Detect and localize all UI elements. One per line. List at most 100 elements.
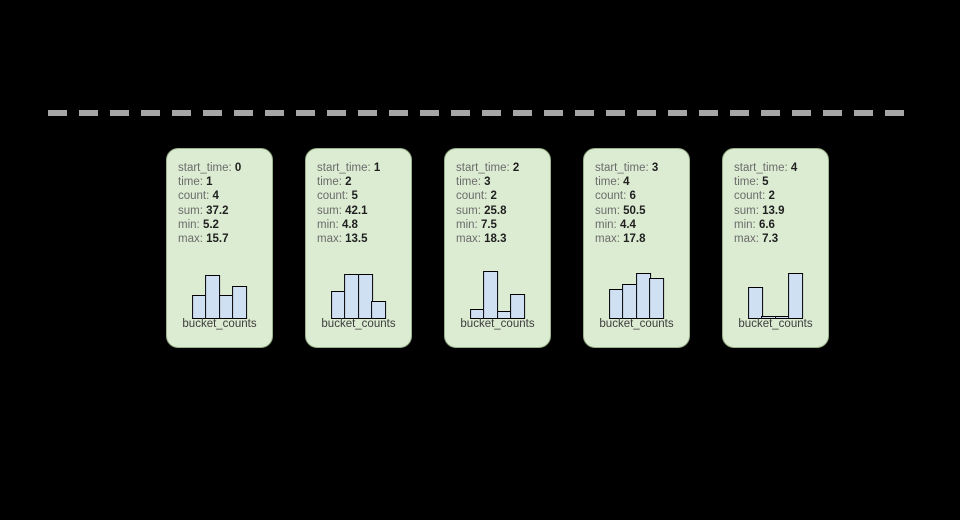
field-start-time: start_time: 1 [317,161,411,175]
field-sum: sum: 37.2 [178,204,272,218]
field-value: 3 [651,162,659,174]
field-value: 4 [623,176,630,189]
field-time: time: 1 [178,175,272,189]
field-value: 0 [234,162,242,174]
field-value: 42.1 [345,204,368,217]
bar [788,273,804,319]
field-time: time: 3 [456,175,550,189]
field-key: min: [317,218,339,231]
field-key: count: [595,190,627,203]
field-value: 13.9 [762,204,785,217]
field-sum: sum: 25.8 [456,204,550,218]
field-value: 13.5 [345,233,368,246]
field-min: min: 7.5 [456,218,550,232]
field-value: 7.5 [480,218,497,231]
field-value: 5.2 [202,218,219,231]
field-value: 50.5 [623,204,646,217]
field-key: max: [734,233,759,246]
field-value: 5 [351,190,358,203]
field-key: count: [317,190,349,203]
field-key: sum: [456,204,481,217]
field-start-time: start_time: 4 [734,161,828,175]
field-max: max: 15.7 [178,232,272,246]
field-value: 3 [484,176,491,189]
field-value: 4 [790,162,798,174]
field-value: 2 [768,190,775,203]
field-value: 17.8 [623,233,646,246]
bucket-counts-chart [584,261,689,319]
field-min: min: 4.4 [595,218,689,232]
field-min: min: 6.6 [734,218,828,232]
field-key: count: [178,190,210,203]
field-count: count: 2 [734,189,828,203]
field-key: start_time: [595,162,649,174]
bucket-counts-chart [167,261,272,319]
bar [232,286,248,319]
bar [483,271,499,319]
field-key: max: [456,233,481,246]
bar [510,294,526,319]
field-key: max: [178,233,203,246]
field-key: count: [456,190,488,203]
bar-group [191,269,248,319]
field-key: time: [734,176,759,189]
chart-caption: bucket_counts [321,318,396,330]
bar [357,274,373,319]
bucket-counts-chart [723,261,828,319]
field-key: min: [595,218,617,231]
dashed-divider [48,110,912,116]
field-count: count: 6 [595,189,689,203]
bucket-counts-chart [445,261,550,319]
field-value: 25.8 [484,204,507,217]
field-value: 4 [212,190,219,203]
field-key: sum: [317,204,342,217]
field-max: max: 7.3 [734,232,828,246]
field-key: time: [317,176,342,189]
chart-caption: bucket_counts [599,318,674,330]
field-max: max: 18.3 [456,232,550,246]
field-key: max: [595,233,620,246]
field-sum: sum: 13.9 [734,204,828,218]
field-max: max: 13.5 [317,232,411,246]
field-key: min: [456,218,478,231]
field-value: 18.3 [484,233,507,246]
field-start-time: start_time: 3 [595,161,689,175]
field-time: time: 2 [317,175,411,189]
field-key: time: [595,176,620,189]
field-value: 7.3 [762,233,779,246]
field-value: 2 [512,162,520,174]
field-count: count: 4 [178,189,272,203]
bucket-counts-chart [306,261,411,319]
field-sum: sum: 42.1 [317,204,411,218]
field-key: min: [178,218,200,231]
field-key: start_time: [456,162,510,174]
field-value: 37.2 [206,204,229,217]
field-value: 5 [762,176,769,189]
field-key: min: [734,218,756,231]
field-value: 6 [629,190,636,203]
field-value: 4.8 [341,218,358,231]
field-key: time: [456,176,481,189]
field-key: max: [317,233,342,246]
field-value: 1 [373,162,381,174]
field-time: time: 4 [595,175,689,189]
field-start-time: start_time: 0 [178,161,272,175]
field-key: start_time: [178,162,232,174]
field-value: 1 [206,176,213,189]
field-max: max: 17.8 [595,232,689,246]
field-count: count: 5 [317,189,411,203]
field-start-time: start_time: 2 [456,161,550,175]
field-key: sum: [734,204,759,217]
bar [371,301,387,319]
field-key: start_time: [734,162,788,174]
field-value: 4.4 [619,218,636,231]
